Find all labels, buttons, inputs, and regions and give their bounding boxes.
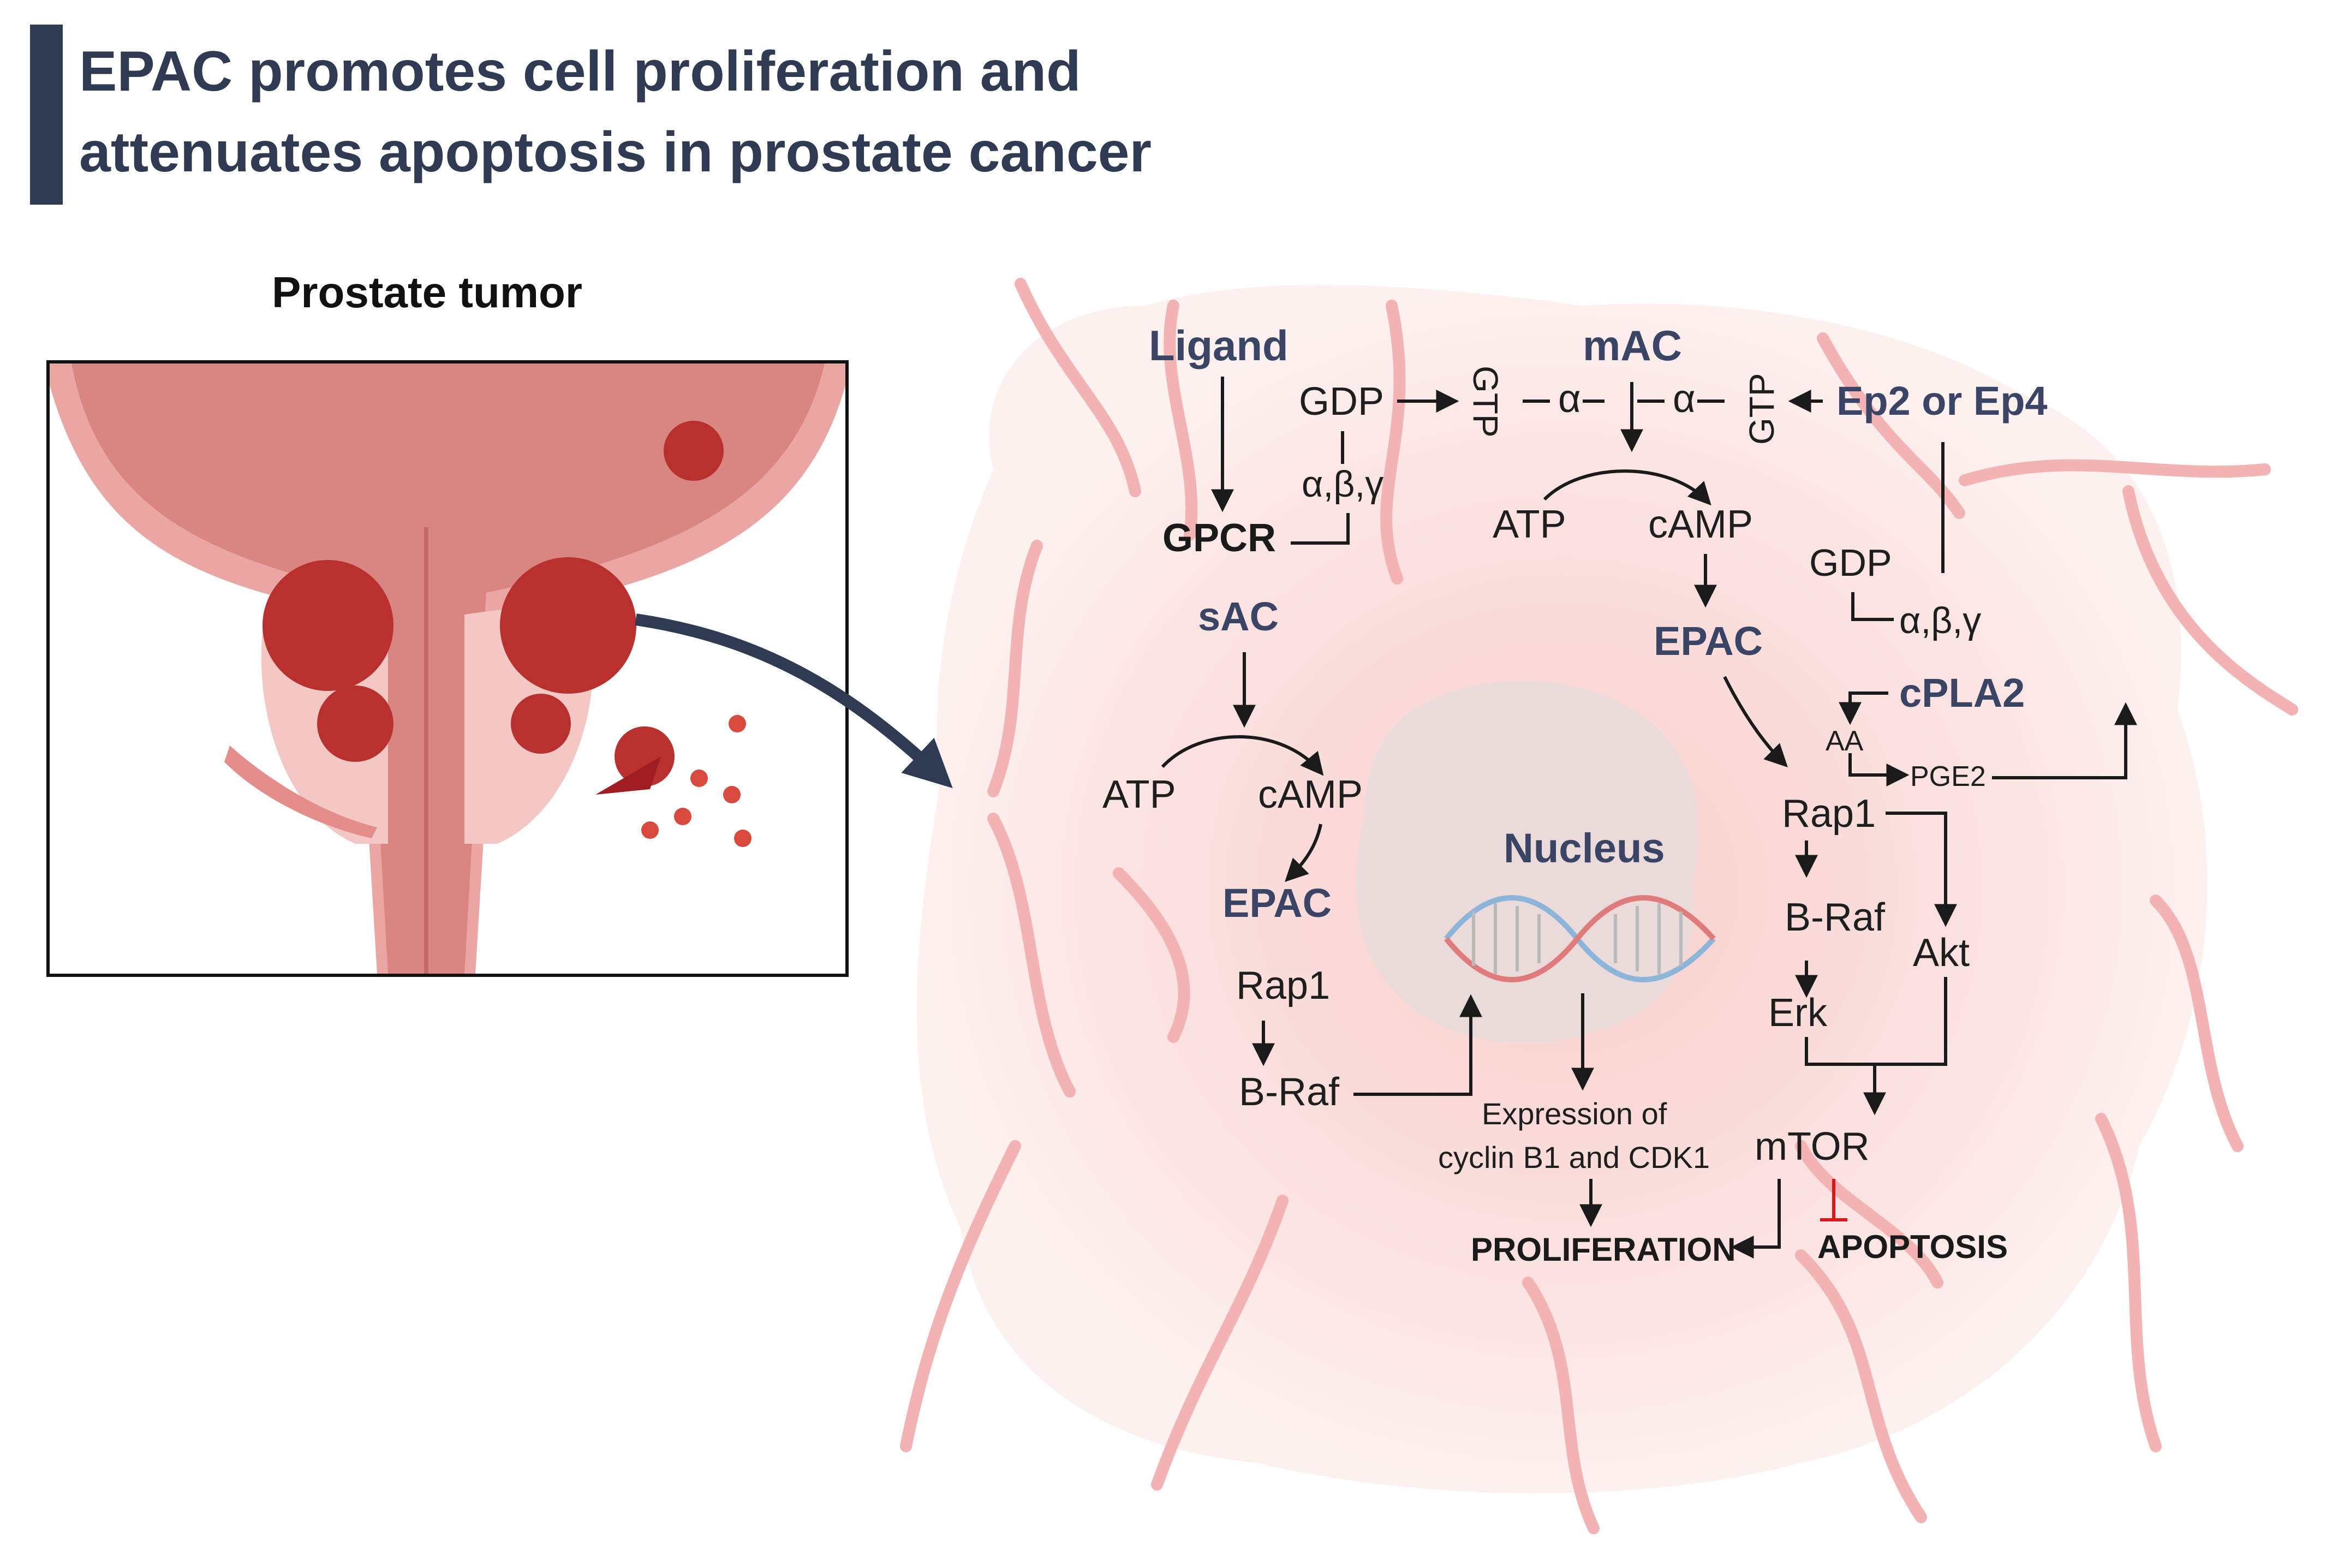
- sac-label: sAC: [1198, 594, 1279, 639]
- figure-title-line-1: EPAC promotes cell proliferation and: [79, 40, 1081, 103]
- vessel: [1380, 300, 1406, 585]
- circulating-cell: [690, 770, 708, 787]
- circulating-cell: [734, 830, 751, 847]
- duct: [224, 746, 377, 838]
- vessel: [987, 540, 1043, 797]
- prostate-tumor-panel: [46, 360, 849, 977]
- arrow-cpla2-aa: [1839, 691, 1888, 725]
- gbg-label-left: α,β,γ: [1302, 463, 1383, 505]
- camp-label-top: cAMP: [1648, 503, 1753, 546]
- cpla2-label: cPLA2: [1899, 670, 2025, 716]
- alpha-label-left: α: [1558, 377, 1581, 421]
- epac-label-left: EPAC: [1222, 880, 1332, 926]
- gtp-label-left: GTP: [1466, 366, 1505, 438]
- vessel: [1522, 1277, 1600, 1534]
- arrow-camp-epac-left: [1285, 824, 1322, 882]
- nucleus-label: Nucleus: [1504, 825, 1665, 872]
- tumor-small-left: [317, 685, 393, 762]
- atp-label-top: ATP: [1493, 503, 1566, 546]
- arrow-aa-pge2: [1848, 753, 1910, 786]
- line-gdp-gbg-right: [1851, 592, 1894, 621]
- nucleus: [1356, 681, 1699, 1043]
- gtp-label-right: GTP: [1742, 373, 1781, 445]
- ligand-label: Ligand: [1149, 321, 1289, 369]
- title-accent-bar: [30, 25, 63, 205]
- arrow-rap1-akt: [1886, 812, 1957, 927]
- rap1-label-right: Rap1: [1782, 792, 1876, 836]
- circulating-cell: [729, 715, 746, 732]
- proliferation-label: PROLIFERATION: [1471, 1231, 1736, 1268]
- inhibit-mtor-apoptosis: [1820, 1179, 1847, 1221]
- tumor-small-right: [511, 694, 571, 754]
- blood-vessels: [900, 278, 2298, 1534]
- mtor-label: mTOR: [1755, 1125, 1870, 1168]
- aa-label: AA: [1826, 725, 1864, 757]
- ep2-ep4-label: Ep2 or Ep4: [1836, 378, 2048, 424]
- arrow-atp-camp-top: [1543, 469, 1711, 506]
- arrow-mtor-proliferation: [1731, 1179, 1781, 1259]
- vessel: [987, 813, 1076, 1098]
- expression-label-line-1: Expression of: [1482, 1096, 1667, 1131]
- zoom-arrow: [635, 613, 953, 789]
- line-gbg-gpcr: [1291, 513, 1350, 545]
- vessel: [2122, 485, 2298, 716]
- bladder-lumen: [71, 363, 825, 974]
- dna-helix-icon: [1444, 895, 1716, 982]
- epac-label-top: EPAC: [1654, 618, 1763, 664]
- vessel: [2150, 895, 2244, 1152]
- vessel: [1164, 300, 1198, 541]
- vessel: [1817, 332, 1965, 519]
- gdp-label-right: GDP: [1809, 541, 1892, 584]
- vessel: [1151, 1195, 1289, 1491]
- tumor-invading: [615, 726, 675, 786]
- circulating-cell: [641, 821, 659, 839]
- tumor-large-left: [263, 560, 393, 691]
- alpha-label-right: α: [1673, 377, 1696, 421]
- vessel: [1795, 1140, 1943, 1289]
- vessel: [1113, 867, 1190, 1043]
- gpcr-label: GPCR: [1162, 516, 1276, 560]
- circulating-cell: [674, 808, 691, 825]
- atp-label-left: ATP: [1102, 773, 1176, 816]
- circulating-cell: [723, 786, 741, 803]
- invasion-tract: [595, 756, 661, 795]
- arrow-braf-dna: [1353, 994, 1482, 1096]
- camp-label-left: cAMP: [1258, 773, 1363, 816]
- gbg-label-right: α,β,γ: [1899, 600, 1981, 641]
- mac-label: mAC: [1583, 321, 1682, 369]
- pge2-label: PGE2: [1910, 761, 1986, 792]
- tumor-bladder: [664, 421, 724, 481]
- vessel: [2095, 1113, 2162, 1452]
- expression-label-line-2: cyclin B1 and CDK1: [1438, 1140, 1710, 1174]
- figure-title-line-2: attenuates apoptosis in prostate cancer: [79, 121, 1152, 184]
- prostate-panel-heading: Prostate tumor: [272, 268, 582, 317]
- arrow-pge2-out: [1992, 702, 2137, 779]
- gdp-label-left: GDP: [1299, 380, 1384, 424]
- erk-label: Erk: [1768, 991, 1828, 1035]
- apoptosis-label: APOPTOSIS: [1817, 1229, 2008, 1265]
- vessel: [1795, 1249, 1927, 1523]
- vessel: [900, 1140, 1021, 1452]
- prostate-illustration: [50, 363, 845, 974]
- vessel: [1015, 278, 1141, 497]
- vessel: [1959, 459, 2271, 486]
- tumor-large-right: [500, 557, 636, 694]
- braf-label-left: B-Raf: [1239, 1070, 1340, 1114]
- arrow-atp-camp-left: [1161, 735, 1324, 776]
- braf-label-right: B-Raf: [1785, 896, 1886, 939]
- rap1-label-left: Rap1: [1236, 964, 1330, 1007]
- akt-label: Akt: [1913, 931, 1970, 975]
- arrow-epac-rap1: [1723, 676, 1788, 767]
